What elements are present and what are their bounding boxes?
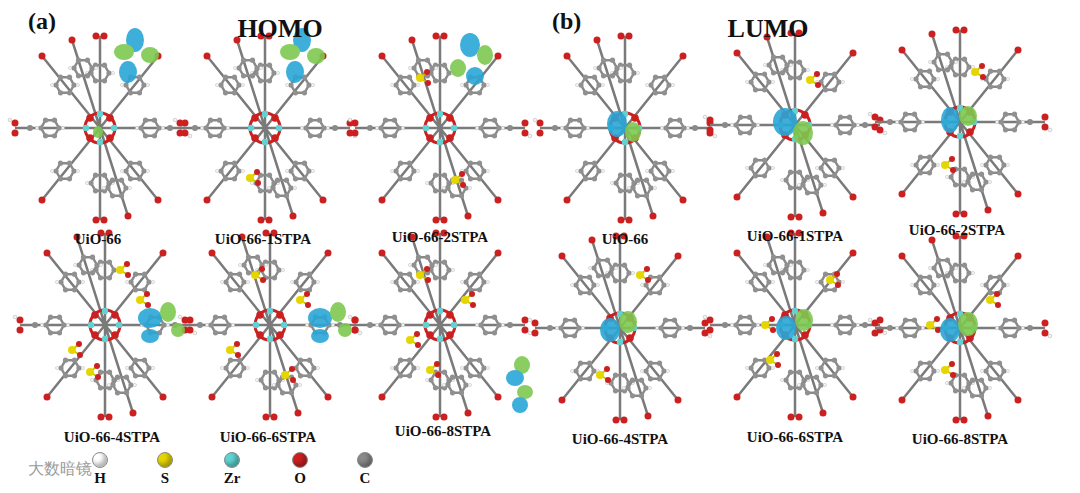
legend-swatch [157,452,173,468]
structure-name: UiO-66-1STPA [215,231,311,248]
legend-swatch [92,452,108,468]
structure-name: UiO-66 [75,231,122,248]
panel-letter: (b) [552,8,581,35]
legend-label: C [360,470,371,487]
legend-label: O [294,470,306,487]
panel-heading: HOMO [237,14,322,44]
watermark: 大数暗镜 [28,459,92,480]
structure-name: UiO-66-4STPA [64,429,160,446]
structure-name: UiO-66-8STPA [395,423,491,440]
structure-name: UiO-66-2STPA [392,229,488,246]
legend-label: H [94,470,106,487]
legend-swatch [292,452,308,468]
structure-name: UiO-66-8STPA [912,431,1008,448]
legend-swatch [357,452,373,468]
structure-name: UiO-66-6STPA [220,429,316,446]
structure-name: UiO-66-1STPA [747,228,843,245]
structure-name: UiO-66-4STPA [572,431,668,448]
legend-label: S [161,470,169,487]
legend-label: Zr [224,470,241,487]
legend-swatch [224,452,240,468]
structure-name: UiO-66-6STPA [747,429,843,446]
panel-heading: LUMO [728,14,809,44]
panel-letter: (a) [28,8,56,35]
structure-name: UiO-66-2STPA [909,222,1005,239]
structure-name: UiO-66 [602,231,649,248]
